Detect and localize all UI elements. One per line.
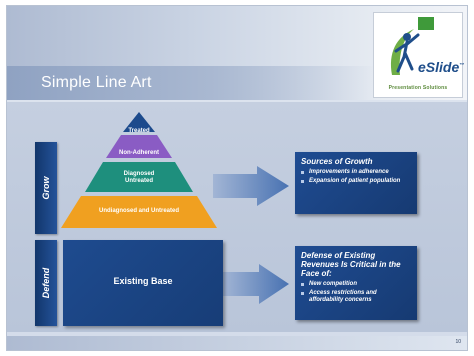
growth-item: Improvements in adherence (301, 169, 411, 176)
slide: Simple Line Art eSlide™ Presentation Sol… (6, 5, 468, 351)
tier-label-untreated: Untreated (124, 178, 153, 184)
existing-base-label: Existing Base (113, 276, 173, 286)
pyramid-tier-treated (123, 112, 155, 132)
defend-sidebar: Defend (35, 240, 57, 326)
tier-label-diagnosed-untreated: Diagnosed Untreated (99, 171, 179, 185)
pyramid-tier-undiagnosed-untreated (61, 196, 217, 228)
footer-band: 10 (7, 336, 467, 350)
defense-list: New competition Access restrictions and … (301, 281, 411, 304)
defense-title: Defense of Existing Revenues Is Critical… (301, 251, 401, 278)
defense-box: Defense of Existing Revenues Is Critical… (295, 246, 417, 320)
logo-wordmark: eSlide™ (418, 59, 465, 75)
defense-item: New competition (301, 281, 411, 288)
growth-box: Sources of Growth Improvements in adhere… (295, 152, 417, 214)
header-stripe (7, 66, 377, 100)
growth-list: Improvements in adherence Expansion of p… (301, 169, 411, 185)
arrow-to-defense (223, 264, 289, 304)
pyramid-tier-diagnosed-untreated (85, 162, 193, 192)
logo-subtitle: Presentation Solutions (388, 85, 448, 91)
arrow-to-growth (213, 166, 289, 206)
pyramid-diagram (61, 112, 289, 304)
eslide-logo: eSlide™ Presentation Solutions (373, 12, 465, 98)
bullet-icon (301, 171, 304, 174)
slide-title: Simple Line Art (41, 74, 152, 91)
tier-label-non-adherent: Non-Adherent (119, 150, 159, 156)
growth-title: Sources of Growth (301, 157, 373, 166)
grow-sidebar: Grow (35, 142, 57, 234)
tier-label-treated: Treated (128, 128, 150, 134)
bullet-icon (301, 180, 304, 183)
bullet-icon (301, 292, 304, 295)
page-number: 10 (455, 339, 461, 345)
pyramid-tier-non-adherent (106, 135, 172, 158)
logo-figure-icon (390, 17, 434, 75)
defense-item: Access restrictions and affordability co… (301, 290, 411, 304)
tier-label-undiagnosed: Undiagnosed and Untreated (98, 208, 179, 214)
growth-item: Expansion of patient population (301, 178, 411, 185)
tier-label-diagnosed: Diagnosed (123, 171, 155, 177)
bullet-icon (301, 283, 304, 286)
existing-base-box: Existing Base (63, 240, 223, 326)
